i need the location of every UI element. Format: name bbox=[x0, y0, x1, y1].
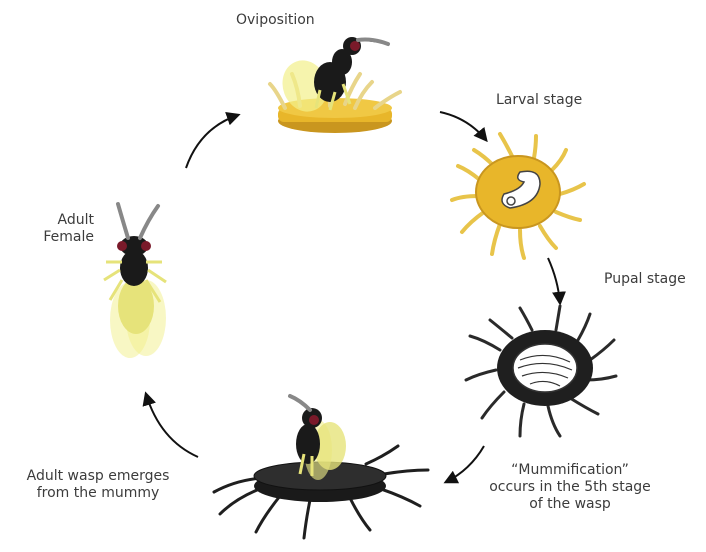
adult-female-wasp-icon bbox=[104, 204, 166, 358]
label-pupal-stage: Pupal stage bbox=[604, 271, 686, 288]
arrow-larval-to-pupal bbox=[548, 258, 560, 303]
female-line-2: Female bbox=[38, 229, 94, 246]
emerge-line-1: Adult wasp emerges bbox=[4, 468, 192, 485]
label-adult-emerges: Adult wasp emerges from the mummy bbox=[4, 468, 192, 502]
arrow-mummy-to-emerge bbox=[146, 394, 198, 457]
mummy-emerging-wasp-icon bbox=[214, 396, 428, 538]
arrow-female-to-oviposition bbox=[186, 115, 238, 168]
emerge-line-2: from the mummy bbox=[4, 485, 192, 502]
larval-mite-icon bbox=[452, 134, 584, 258]
mummification-line-3: of the wasp bbox=[470, 496, 670, 513]
label-oviposition: Oviposition bbox=[236, 12, 315, 29]
pupal-mite-icon bbox=[466, 306, 616, 436]
female-line-1: Adult bbox=[38, 212, 94, 229]
arrow-oviposition-to-larval bbox=[440, 112, 486, 140]
label-mummification: “Mummification” occurs in the 5th stage … bbox=[470, 462, 670, 513]
label-adult-female: Adult Female bbox=[38, 212, 94, 246]
mummification-line-1: “Mummification” bbox=[470, 462, 670, 479]
mummification-line-2: occurs in the 5th stage bbox=[470, 479, 670, 496]
label-larval-stage: Larval stage bbox=[496, 92, 582, 109]
wasp-oviposition-icon bbox=[270, 37, 400, 133]
